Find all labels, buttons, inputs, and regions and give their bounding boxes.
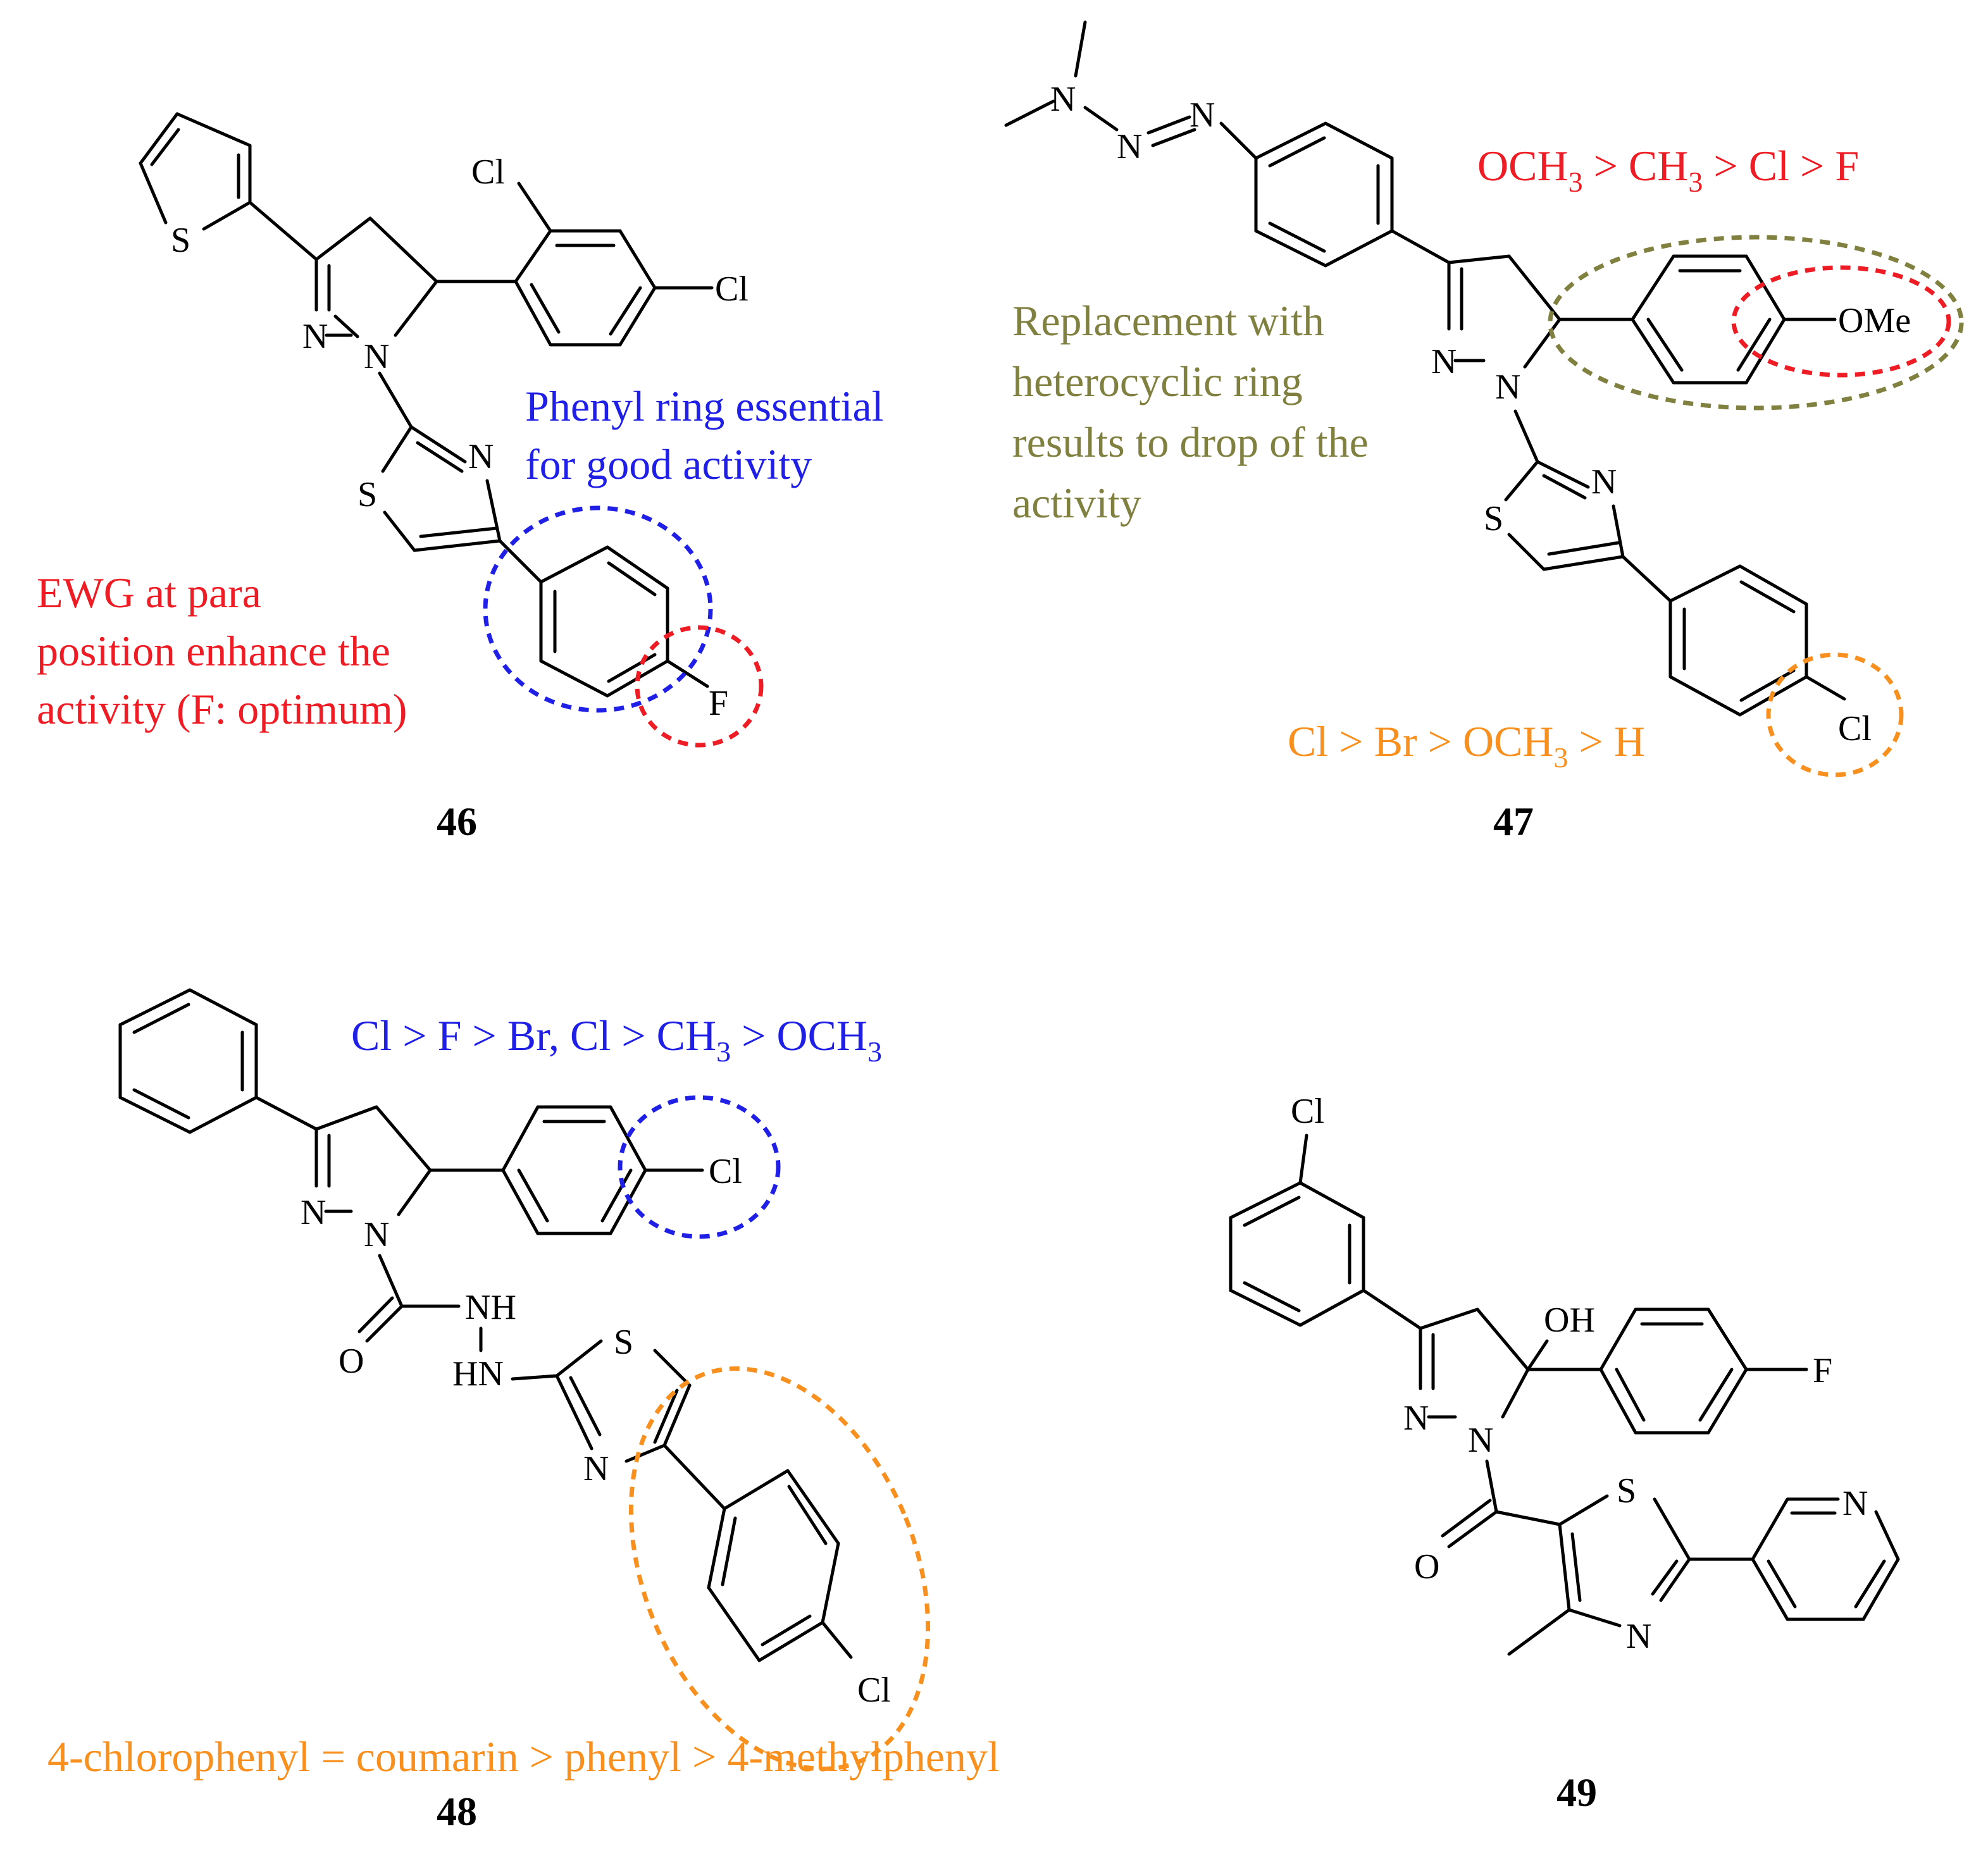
fluorophenyl-ring (539, 545, 669, 698)
compound-49: Cl N N OH (1229, 1092, 1900, 1815)
note-47-replacement: Replacement with heterocyclic ring resul… (1012, 297, 1379, 527)
methoxyphenyl-ring (1631, 254, 1786, 385)
phenyl-highlight-ring (483, 505, 713, 713)
pyridine-ring-49 (1751, 1497, 1900, 1621)
chlorophenyl-ring-47 (1668, 564, 1808, 717)
atom-n-triazene1: N (1050, 80, 1076, 119)
atom-n-pyridine-49: N (1842, 1484, 1868, 1523)
atom-o-49: O (1414, 1547, 1439, 1586)
atom-cl-48-top: Cl (709, 1152, 742, 1191)
compound-number-46: 46 (437, 799, 477, 844)
note-46-ewg: EWG at para position enhance the activit… (37, 569, 407, 733)
compound-number-48: 48 (437, 1789, 477, 1834)
note-48-aryl-order: 4-chlorophenyl = coumarin > phenyl > 4-m… (47, 1733, 1000, 1781)
aryl-highlight-ring-48 (628, 1366, 931, 1771)
atom-s-thiazole: S (357, 475, 377, 514)
thiazole-ring-47 (1504, 460, 1625, 571)
dichlorophenyl-ring (514, 229, 657, 347)
atom-ome: OMe (1838, 301, 1911, 340)
note-46-phenyl: Phenyl ring essential for good activity (525, 382, 895, 488)
chlorophenyl-ring-48-top (501, 1105, 647, 1235)
atom-cl-para: Cl (715, 269, 749, 309)
chloro-highlight-ring-48 (618, 1095, 781, 1239)
note-48-substituent-order: Cl > F > Br, Cl > CH3 > OCH3 (351, 1011, 882, 1068)
thiazole-ring (381, 425, 502, 552)
methoxy-highlight-ring (1731, 265, 1951, 378)
atom-s-thiazole-49: S (1617, 1471, 1636, 1511)
chloro-highlight-ring-47 (1766, 652, 1904, 777)
aminophenyl-ring (1254, 121, 1394, 268)
atom-n-thiazole-47: N (1591, 462, 1617, 502)
atom-cl-47: Cl (1838, 709, 1872, 748)
atom-f-49: F (1813, 1351, 1832, 1390)
atom-o-48: O (339, 1342, 364, 1381)
atom-cl-49: Cl (1291, 1092, 1324, 1131)
atom-n-thiazole-49: N (1626, 1617, 1651, 1656)
pyrazoline-ring (314, 216, 438, 338)
atom-n-47a: N (1431, 342, 1457, 381)
chlorophenyl-ring-48-bottom (707, 1469, 840, 1662)
fluoro-highlight-ring (635, 625, 764, 748)
compound-46: S N N Cl Cl (139, 112, 764, 844)
atom-s-thiazole-47: S (1484, 499, 1503, 538)
atom-oh-49: OH (1544, 1301, 1595, 1340)
atom-cl: Cl (471, 152, 505, 192)
compound-number-49: 49 (1556, 1770, 1597, 1815)
atom-cl-48-bottom: Cl (857, 1671, 891, 1710)
aryl-replacement-highlight-ring (1548, 235, 1964, 411)
phenyl-ring-48 (118, 988, 258, 1134)
compound-48: N N Cl O NH HN (118, 988, 931, 1834)
atom-s: S (171, 221, 190, 260)
compound-47: N N N N N (1004, 20, 1964, 844)
atom-s-thiazole-48: S (614, 1323, 633, 1362)
atom-n-49b: N (1468, 1421, 1493, 1460)
atom-n1: N (364, 337, 389, 376)
note-47-para-order: Cl > Br > OCH3 > H (1288, 717, 1645, 774)
thiazole-ring-48 (555, 1339, 692, 1463)
chlorophenyl-ring-49 (1229, 1181, 1365, 1327)
pyrazoline-ring-47 (1447, 254, 1562, 369)
atom-n-48b: N (364, 1215, 389, 1254)
atom-n-48a: N (301, 1193, 326, 1232)
compound-number-47: 47 (1493, 799, 1534, 844)
thiophene-ring (139, 112, 252, 231)
atom-n-triazene2: N (1117, 127, 1142, 166)
atom-n-47b: N (1495, 368, 1520, 407)
atom-f: F (709, 684, 728, 723)
note-47-substituent-order: OCH3 > CH3 > Cl > F (1477, 142, 1859, 198)
atom-hn-48: HN (452, 1354, 504, 1394)
atom-n-49a: N (1403, 1399, 1429, 1438)
fluorophenyl-ring-49 (1599, 1307, 1748, 1435)
atom-nh-48: NH (465, 1288, 516, 1327)
atom-n-thiazole: N (468, 437, 494, 476)
atom-n-triazene3: N (1190, 96, 1215, 135)
atom-n-thiazole-48: N (583, 1449, 609, 1488)
thiazole-ring-49 (1558, 1494, 1691, 1628)
pyrazoline-ring-48 (314, 1105, 432, 1216)
atom-n: N (302, 317, 328, 356)
pyrazoline-ring-49 (1419, 1307, 1530, 1419)
